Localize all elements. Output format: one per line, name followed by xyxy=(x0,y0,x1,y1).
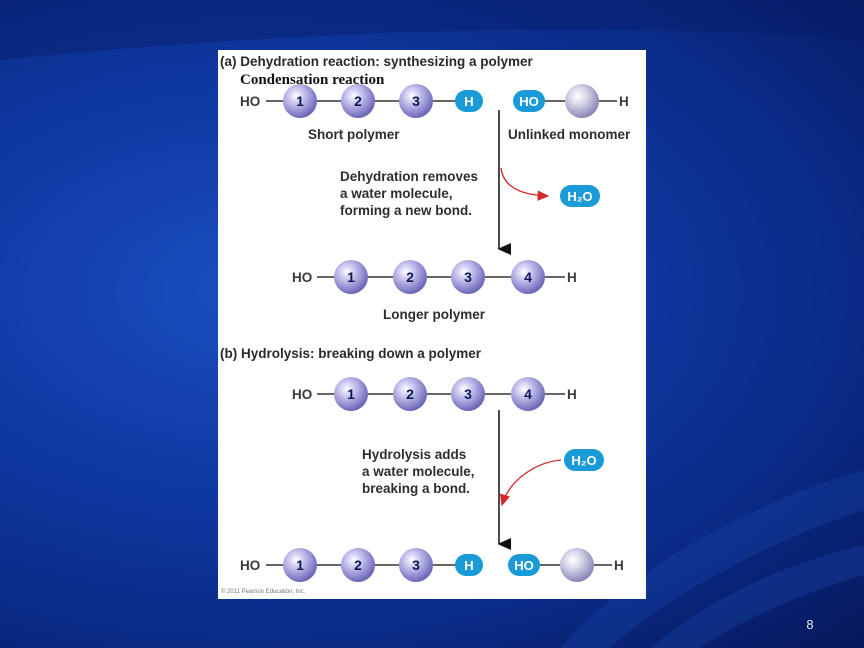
bead-label: 1 xyxy=(296,93,304,109)
unlinked-monomer-bead xyxy=(565,84,599,118)
monomer-bead-3 xyxy=(451,377,485,411)
water-removal-arrow xyxy=(500,167,550,201)
ho-label: HO xyxy=(292,387,312,402)
bead-label: 1 xyxy=(347,386,355,402)
bead-label: 2 xyxy=(354,557,362,573)
slide-number: 8 xyxy=(806,617,814,632)
short-polymer-label: Short polymer xyxy=(308,127,400,142)
monomer-bead-3 xyxy=(399,84,433,118)
h-pill-label: H xyxy=(464,94,473,109)
bead-label: 3 xyxy=(464,269,472,285)
ho-pill xyxy=(508,554,540,576)
ho-pill xyxy=(513,90,545,112)
bead-label: 1 xyxy=(347,269,355,285)
title-dehydration: (a) Dehydration reaction: synthesizing a… xyxy=(220,54,534,69)
monomer-bead-2 xyxy=(393,377,427,411)
monomer-bead-3 xyxy=(399,548,433,582)
hydrolysis-text-3: breaking a bond. xyxy=(362,481,470,496)
monomer-bead-3 xyxy=(451,260,485,294)
ho-pill-label: HO xyxy=(514,558,534,573)
water-pill-removed xyxy=(560,185,600,207)
reaction-diagram: (a) Dehydration reaction: synthesizing a… xyxy=(220,54,631,595)
unlinked-monomer-label: Unlinked monomer xyxy=(508,127,631,142)
monomer-bead-1 xyxy=(283,548,317,582)
bead-label: 2 xyxy=(406,269,414,285)
h-label: H xyxy=(614,558,624,573)
bead-label: 2 xyxy=(354,93,362,109)
bead-label: 3 xyxy=(412,557,420,573)
longer-polymer-label: Longer polymer xyxy=(383,307,486,322)
monomer-bead-4 xyxy=(511,377,545,411)
copyright-notice: © 2011 Pearson Education, Inc. xyxy=(221,588,306,595)
h-pill xyxy=(455,554,483,576)
dehydration-text-1: Dehydration removes xyxy=(340,169,478,184)
monomer-bead-1 xyxy=(283,84,317,118)
condensation-reaction-label: Condensation reaction xyxy=(240,72,385,88)
ho-label: HO xyxy=(240,94,260,109)
bead-label: 4 xyxy=(524,386,532,402)
h-pill-label: H xyxy=(464,558,473,573)
monomer-bead-1 xyxy=(334,377,368,411)
h-label: H xyxy=(619,94,629,109)
water-formula: H₂O xyxy=(567,189,592,204)
ho-pill-label: HO xyxy=(519,94,539,109)
bead-label: 4 xyxy=(524,269,532,285)
monomer-bead-2 xyxy=(341,548,375,582)
monomer-bead-1 xyxy=(334,260,368,294)
h-label: H xyxy=(567,387,577,402)
monomer-bead-2 xyxy=(393,260,427,294)
title-hydrolysis: (b) Hydrolysis: breaking down a polymer xyxy=(220,346,482,361)
ho-label: HO xyxy=(292,270,312,285)
water-formula: H₂O xyxy=(571,453,596,468)
water-pill-added xyxy=(564,449,604,471)
ho-label: HO xyxy=(240,558,260,573)
polymer-reaction-figure: (a) Dehydration reaction: synthesizing a… xyxy=(218,50,646,599)
bead-label: 3 xyxy=(464,386,472,402)
dehydration-text-3: forming a new bond. xyxy=(340,203,472,218)
bead-label: 2 xyxy=(406,386,414,402)
monomer-bead-4 xyxy=(511,260,545,294)
hydrolysis-text-1: Hydrolysis adds xyxy=(362,447,466,462)
bead-label: 3 xyxy=(412,93,420,109)
dehydration-text-2: a water molecule, xyxy=(340,186,453,201)
bead-label: 1 xyxy=(296,557,304,573)
hydrolysis-text-2: a water molecule, xyxy=(362,464,475,479)
monomer-bead-2 xyxy=(341,84,375,118)
h-label: H xyxy=(567,270,577,285)
water-addition-arrow xyxy=(499,459,562,507)
released-monomer-bead xyxy=(560,548,594,582)
h-pill xyxy=(455,90,483,112)
